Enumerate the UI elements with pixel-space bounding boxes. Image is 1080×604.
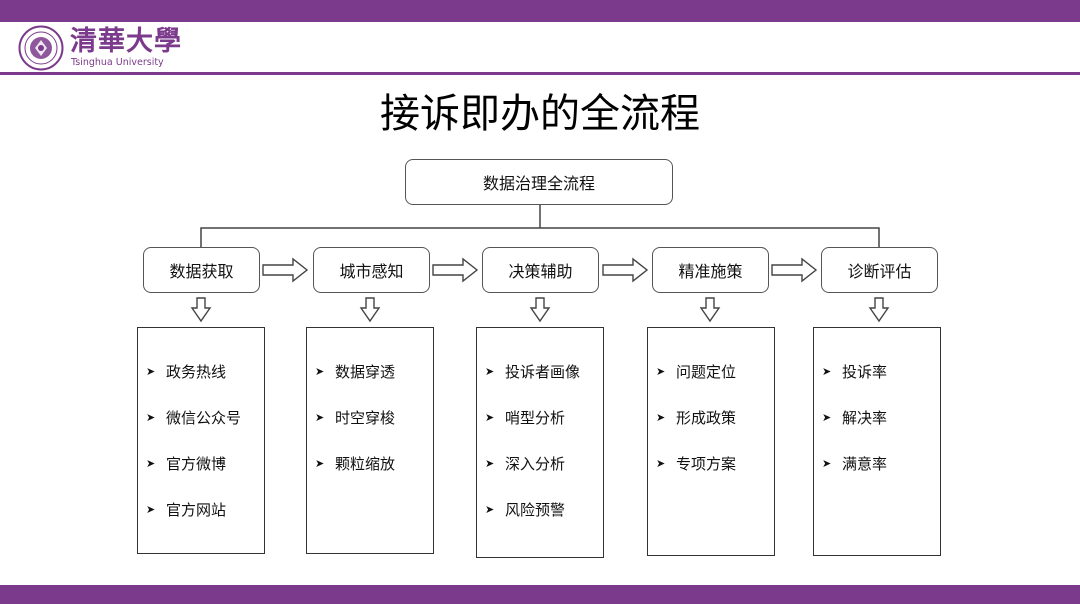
logo-english-name: Tsinghua University: [71, 57, 164, 68]
list-item-label: 数据穿透: [335, 362, 396, 381]
arrowhead-bullet-icon: ➤: [822, 410, 832, 424]
hollow-right-arrow-icon: [602, 257, 649, 283]
university-seal-icon: [18, 25, 64, 71]
list-item: ➤ 投诉者画像: [477, 348, 603, 394]
hollow-down-arrow-icon: [868, 297, 890, 323]
stage-box-decision-support: 决策辅助: [482, 247, 599, 293]
arrowhead-bullet-icon: ➤: [485, 502, 495, 516]
list-item-label: 专项方案: [676, 454, 737, 473]
arrowhead-bullet-icon: ➤: [315, 364, 325, 378]
list-item-label: 颗粒缩放: [335, 454, 396, 473]
arrowhead-bullet-icon: ➤: [485, 456, 495, 470]
list-item-label: 政务热线: [166, 362, 227, 381]
hollow-right-arrow-icon: [771, 257, 818, 283]
slide-title: 接诉即办的全流程: [380, 91, 700, 137]
top-band: [0, 0, 1080, 22]
list-item-label: 微信公众号: [166, 408, 242, 427]
stage-panel-diagnostic-evaluation: ➤ 投诉率 ➤ 解决率 ➤ 满意率: [813, 327, 941, 556]
list-item-label: 哨型分析: [505, 408, 566, 427]
list-item: ➤ 解决率: [814, 394, 940, 440]
list-item-label: 官方微博: [166, 454, 227, 473]
arrowhead-bullet-icon: ➤: [485, 410, 495, 424]
stage-box-data-acquisition: 数据获取: [143, 247, 260, 293]
arrowhead-bullet-icon: ➤: [656, 410, 666, 424]
hollow-down-arrow-icon: [529, 297, 551, 323]
list-item: ➤ 问题定位: [648, 348, 774, 394]
bottom-band: [0, 585, 1080, 604]
stage-panel-decision-support: ➤ 投诉者画像 ➤ 哨型分析 ➤ 深入分析 ➤ 风险预警: [476, 327, 604, 558]
arrowhead-bullet-icon: ➤: [315, 410, 325, 424]
header-divider: [0, 72, 1080, 75]
list-item: ➤ 深入分析: [477, 440, 603, 486]
list-item: ➤ 数据穿透: [307, 348, 433, 394]
arrowhead-bullet-icon: ➤: [146, 502, 156, 516]
list-item-label: 投诉率: [842, 362, 888, 381]
stage-box-city-perception: 城市感知: [313, 247, 430, 293]
list-item: ➤ 专项方案: [648, 440, 774, 486]
list-item: ➤ 形成政策: [648, 394, 774, 440]
hollow-right-arrow-icon: [432, 257, 479, 283]
root-bracket-connector: [200, 205, 880, 247]
hollow-down-arrow-icon: [699, 297, 721, 323]
hollow-down-arrow-icon: [359, 297, 381, 323]
arrowhead-bullet-icon: ➤: [146, 364, 156, 378]
arrowhead-bullet-icon: ➤: [146, 456, 156, 470]
list-item-label: 时空穿梭: [335, 408, 396, 427]
stage-panel-city-perception: ➤ 数据穿透 ➤ 时空穿梭 ➤ 颗粒缩放: [306, 327, 434, 554]
list-item-label: 风险预警: [505, 500, 566, 519]
arrowhead-bullet-icon: ➤: [822, 456, 832, 470]
root-process-box: 数据治理全流程: [405, 159, 673, 205]
list-item-label: 解决率: [842, 408, 888, 427]
list-item-label: 官方网站: [166, 500, 227, 519]
stage-panel-precise-policy: ➤ 问题定位 ➤ 形成政策 ➤ 专项方案: [647, 327, 775, 556]
stage-panel-data-acquisition: ➤ 政务热线 ➤ 微信公众号 ➤ 官方微博 ➤ 官方网站: [137, 327, 265, 554]
list-item-label: 形成政策: [676, 408, 737, 427]
list-item: ➤ 微信公众号: [138, 394, 264, 440]
down-arrows: [190, 297, 890, 323]
list-item: ➤ 颗粒缩放: [307, 440, 433, 486]
stage-box-diagnostic-evaluation: 诊断评估: [821, 247, 938, 293]
list-item-label: 深入分析: [505, 454, 566, 473]
list-item: ➤ 风险预警: [477, 486, 603, 532]
list-item-label: 满意率: [842, 454, 888, 473]
list-item: ➤ 官方微博: [138, 440, 264, 486]
university-logo: 清華大學 Tsinghua University: [18, 25, 218, 71]
list-item: ➤ 政务热线: [138, 348, 264, 394]
hollow-right-arrow-icon: [262, 257, 309, 283]
arrowhead-bullet-icon: ➤: [656, 456, 666, 470]
logo-chinese-name: 清華大學: [70, 26, 182, 57]
list-item: ➤ 投诉率: [814, 348, 940, 394]
arrowhead-bullet-icon: ➤: [146, 410, 156, 424]
hollow-down-arrow-icon: [190, 297, 212, 323]
list-item: ➤ 时空穿梭: [307, 394, 433, 440]
arrowhead-bullet-icon: ➤: [822, 364, 832, 378]
stage-box-precise-policy: 精准施策: [652, 247, 769, 293]
list-item: ➤ 满意率: [814, 440, 940, 486]
arrowhead-bullet-icon: ➤: [485, 364, 495, 378]
list-item: ➤ 哨型分析: [477, 394, 603, 440]
arrowhead-bullet-icon: ➤: [315, 456, 325, 470]
list-item-label: 问题定位: [676, 362, 737, 381]
arrowhead-bullet-icon: ➤: [656, 364, 666, 378]
list-item-label: 投诉者画像: [505, 362, 581, 381]
list-item: ➤ 官方网站: [138, 486, 264, 532]
